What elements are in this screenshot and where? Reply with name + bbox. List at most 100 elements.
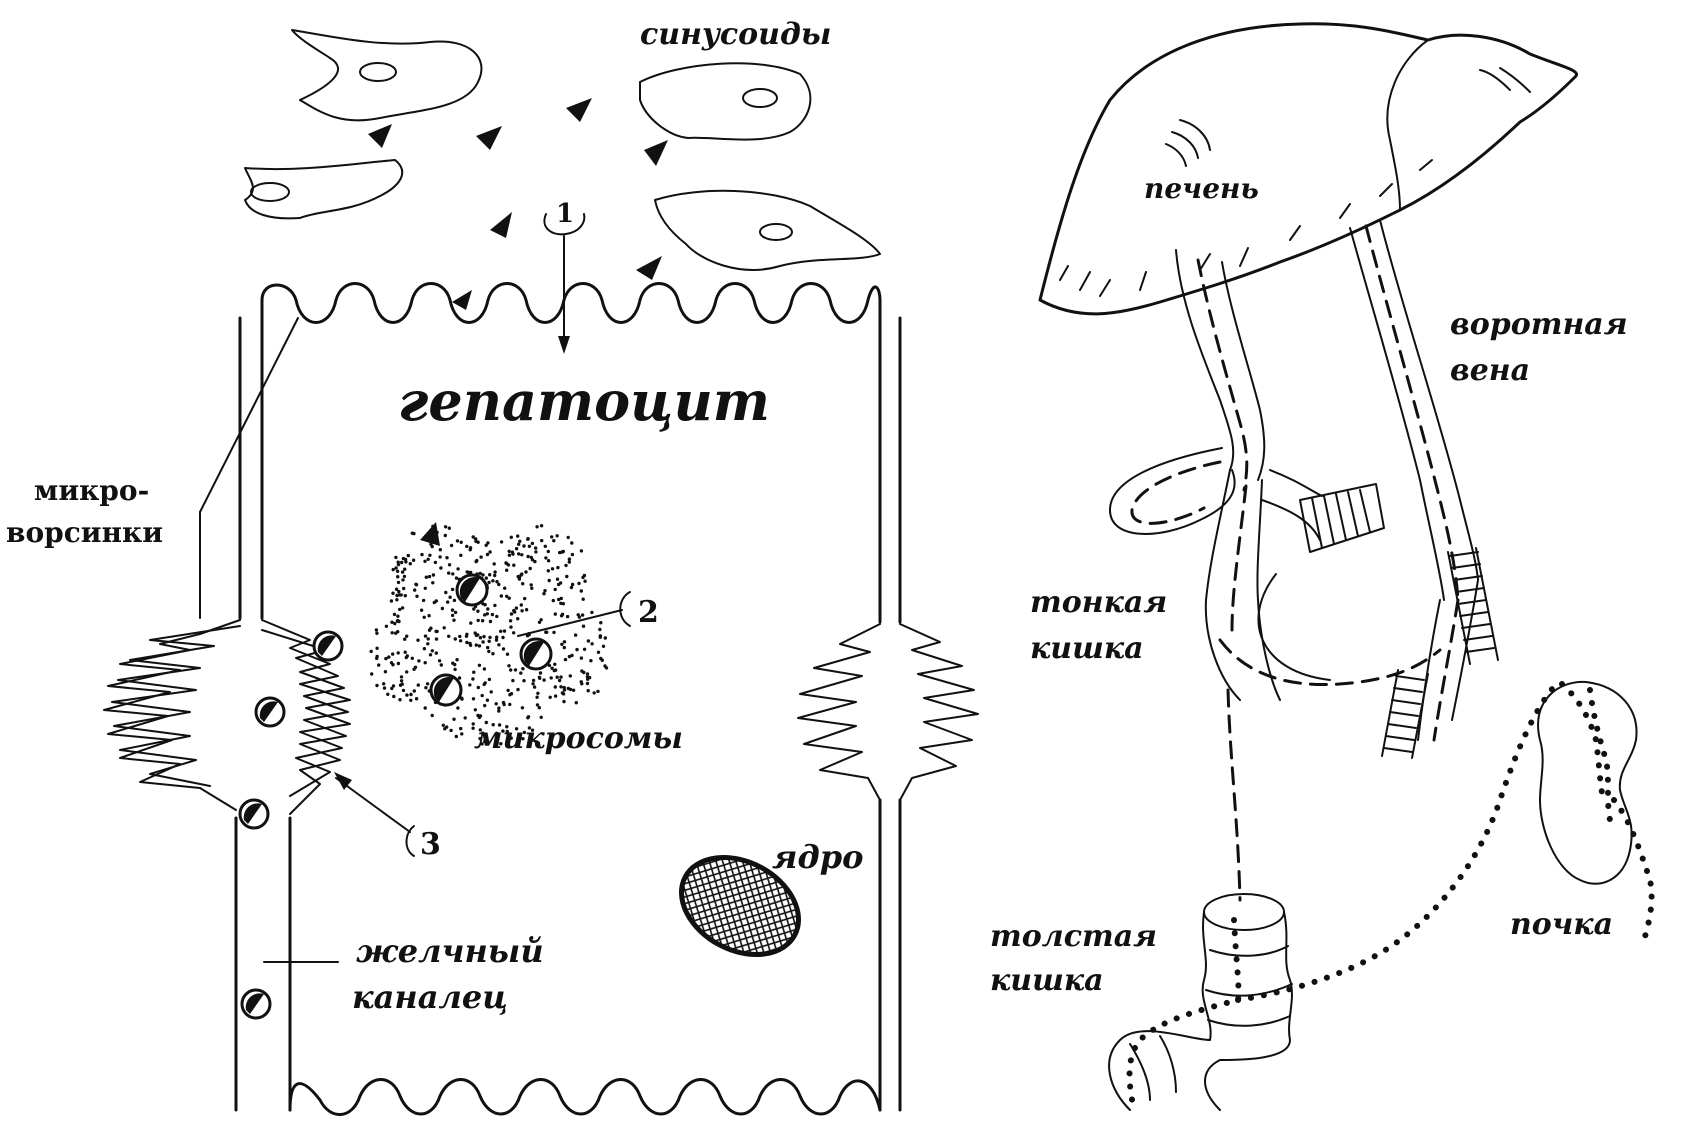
stipple-dot — [390, 687, 393, 690]
stipple-dot — [454, 611, 457, 614]
stipple-dot — [554, 694, 557, 697]
stipple-dot — [526, 555, 529, 558]
colon-folds — [1130, 946, 1292, 1100]
kidney-outline — [1538, 682, 1636, 884]
stipple-dot — [451, 588, 454, 591]
stipple-dot — [375, 632, 378, 635]
stipple-dot — [552, 539, 555, 542]
stipple-dot — [517, 543, 520, 546]
stipple-dot — [375, 647, 378, 650]
stipple-dot — [557, 598, 560, 601]
stipple-dot — [517, 575, 520, 578]
stipple-dot — [580, 589, 583, 592]
stipple-dot — [435, 637, 438, 640]
canaliculus-right-outer — [900, 624, 978, 800]
stipple-dot — [455, 658, 458, 661]
stipple-dot — [459, 639, 462, 642]
stipple-dot — [416, 639, 419, 642]
stipple-dot — [417, 683, 420, 686]
stipple-dot — [517, 552, 520, 555]
stipple-dot — [451, 608, 454, 611]
stipple-dot — [420, 553, 423, 556]
stipple-dot — [434, 630, 437, 633]
stipple-dot — [570, 654, 573, 657]
stipple-dot — [432, 573, 435, 576]
stipple-dot — [538, 676, 541, 679]
stipple-dot — [582, 598, 585, 601]
stipple-dot — [580, 549, 583, 552]
stipple-dot — [530, 587, 533, 590]
stipple-dot — [493, 604, 496, 607]
stipple-dot — [469, 548, 472, 551]
stipple-dot — [483, 704, 486, 707]
microvilli-label-line2: ворсинки — [6, 516, 163, 549]
stipple-dot — [586, 678, 589, 681]
stipple-dot — [390, 661, 393, 664]
duct-left — [1176, 250, 1264, 490]
stipple-dot — [397, 581, 400, 584]
stipple-dot — [581, 576, 584, 579]
marker-2-bracket — [620, 592, 630, 626]
stipple-dot — [533, 560, 536, 563]
stipple-dot — [456, 706, 459, 709]
stipple-dot — [404, 560, 407, 563]
stipple-dot — [405, 656, 408, 659]
stipple-dot — [558, 679, 561, 682]
si-stub-ridges — [1312, 490, 1370, 548]
stipple-dot — [444, 525, 447, 528]
stipple-dot — [440, 663, 443, 666]
stipple-dot — [571, 553, 574, 556]
stipple-dot — [447, 635, 450, 638]
stipple-dot — [500, 540, 503, 543]
stipple-dot — [455, 735, 458, 738]
stipple-dot — [516, 617, 519, 620]
stipple-dot — [459, 554, 462, 557]
stipple-dot — [409, 693, 412, 696]
stipple-dot — [575, 648, 578, 651]
stipple-dot — [465, 641, 468, 644]
stipple-dot — [560, 643, 563, 646]
stipple-dot — [586, 682, 589, 685]
stipple-dot — [472, 535, 475, 538]
stipple-dot — [407, 554, 410, 557]
stipple-dot — [482, 635, 485, 638]
microsome-region — [370, 524, 609, 746]
stipple-dot — [397, 662, 400, 665]
stipple-dot — [472, 697, 475, 700]
stipple-dot — [499, 630, 502, 633]
stipple-dot — [526, 716, 529, 719]
stipple-dot — [375, 628, 378, 631]
stipple-dot — [479, 572, 482, 575]
organs-panel: печень воротная вена тонкая кишка толста… — [990, 24, 1652, 1110]
stipple-dot — [452, 718, 455, 721]
marker-2-label: 2 — [638, 595, 659, 630]
stipple-dot — [402, 689, 405, 692]
duct-left-inner — [1222, 262, 1264, 480]
hepatocyte-label: гепатоцит — [398, 369, 770, 433]
sinusoid-cell-3 — [245, 160, 402, 218]
stipple-dot — [439, 566, 442, 569]
stipple-dot — [444, 534, 447, 537]
liver-texture-2 — [1166, 120, 1210, 166]
stipple-dot — [509, 625, 512, 628]
microsome-vesicles — [431, 575, 551, 705]
stipple-dot — [391, 592, 394, 595]
stipple-dot — [486, 699, 489, 702]
stipple-dot — [438, 659, 441, 662]
stipple-dot — [515, 547, 518, 550]
stipple-dot — [539, 618, 542, 621]
stipple-dot — [547, 550, 550, 553]
stipple-dot — [526, 537, 529, 540]
stipple-dot — [449, 729, 452, 732]
stipple-dot — [523, 597, 526, 600]
si-loop-outer — [1110, 448, 1235, 534]
liver-texture-1 — [1480, 68, 1530, 92]
stipple-dot — [469, 621, 472, 624]
stipple-dot — [529, 567, 532, 570]
stipple-dot — [510, 612, 513, 615]
stipple-dot — [562, 700, 565, 703]
stipple-dot — [401, 570, 404, 573]
microvilli-leader — [200, 318, 298, 512]
stipple-dot — [495, 702, 498, 705]
